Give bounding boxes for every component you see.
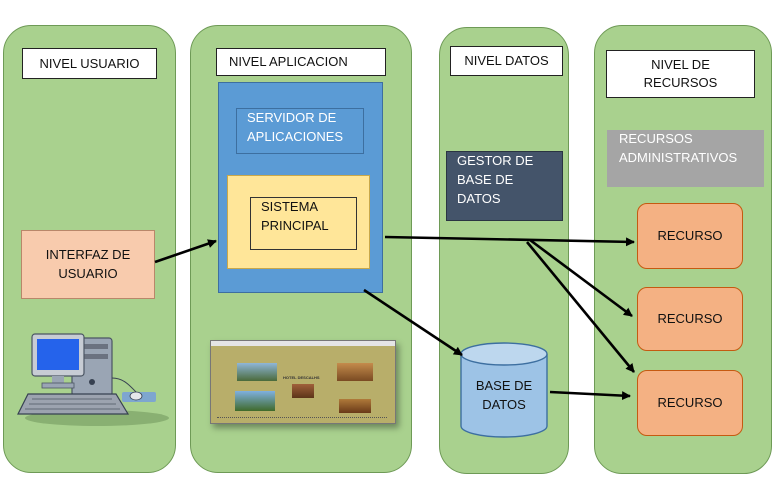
gestor-line3: DATOS [457,190,501,206]
recursos-admin-line2: ADMINISTRATIVOS [619,149,738,165]
base-datos-line2: DATOS [482,397,526,412]
interfaz-line2: USUARIO [58,265,118,281]
header-nivel-recursos-line2: RECURSOS [643,75,718,90]
servidor-aplicaciones-label: SERVIDOR DE APLICACIONES [236,108,364,154]
recurso-label-3: RECURSO [657,394,723,410]
gestor-base-datos-box: GESTOR DE BASE DE DATOS [446,151,563,221]
hotel-photo [337,363,373,381]
recurso-label-2: RECURSO [657,310,723,326]
recursos-admin-line1: RECURSOS [619,131,693,146]
computer-illustration [17,333,169,426]
recurso-box-3: RECURSO [637,370,743,436]
sistema-line2: PRINCIPAL [261,217,329,233]
hotel-photo [237,363,277,381]
header-nivel-usuario: NIVEL USUARIO [22,48,157,79]
recurso-box-2: RECURSO [637,287,743,351]
header-nivel-usuario-text: NIVEL USUARIO [39,55,140,71]
hotel-photo [339,399,371,413]
base-datos-line1: BASE DE [475,378,533,394]
app-window-titlebar [211,341,395,346]
interfaz-usuario-box: INTERFAZ DE USUARIO [21,230,155,299]
header-nivel-recursos-line1: NIVEL DE [651,57,710,73]
sistema-principal-outer [227,175,370,269]
header-nivel-datos-text: NIVEL DATOS [464,53,549,69]
hotel-photo [235,391,275,411]
recursos-administrativos-box: RECURSOS ADMINISTRATIVOS [607,130,764,187]
hotel-photo [292,384,314,398]
servidor-line1: SERVIDOR DE [247,110,337,125]
recurso-box-1: RECURSO [637,203,743,269]
recurso-label-1: RECURSO [657,227,723,243]
database-cylinder-icon [460,342,548,438]
sistema-line1: SISTEMA [261,199,319,214]
header-nivel-aplicacion-text: NIVEL APLICACION [229,54,348,70]
hotel-app-title: HOTEL DESCALHS [283,375,320,380]
hotel-app-screenshot: HOTEL DESCALHS [210,340,396,424]
app-bottom-menu [217,417,387,419]
header-nivel-recursos: NIVEL DE RECURSOS [606,50,755,98]
gestor-line2: BASE DE [457,171,514,187]
interfaz-line1: INTERFAZ DE [45,246,131,262]
sistema-principal-box: SISTEMA PRINCIPAL [250,197,357,250]
header-nivel-aplicacion: NIVEL APLICACION [216,48,386,76]
servidor-line2: APLICACIONES [247,128,344,144]
header-nivel-datos: NIVEL DATOS [450,46,563,76]
gestor-line1: GESTOR DE [457,153,534,168]
base-datos-label: BASE DE DATOS [458,372,550,420]
